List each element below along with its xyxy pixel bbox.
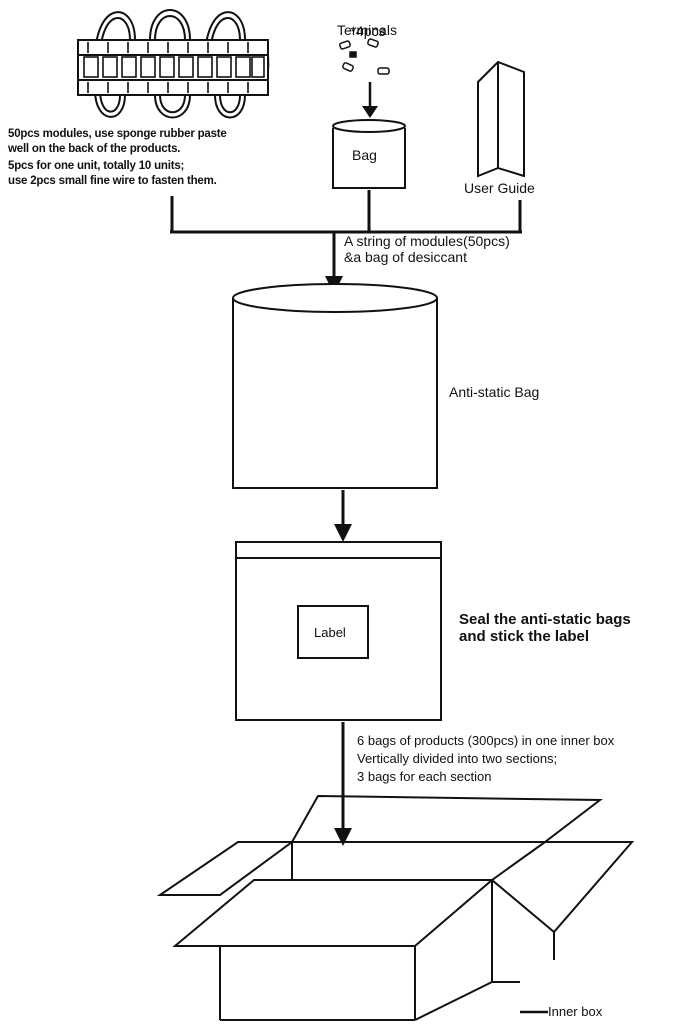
arrow-head: [334, 524, 352, 542]
string-note-line2: &a bag of desiccant: [344, 249, 467, 265]
wire-loop: [214, 94, 246, 119]
label-box: [297, 605, 369, 659]
terminals-qty: *4pcs: [350, 23, 386, 39]
wire-loop: [149, 9, 191, 41]
anti-static-bag-label: Anti-static Bag: [449, 384, 540, 400]
arrow-head: [334, 828, 352, 846]
user-guide-illustration: [477, 60, 525, 178]
wire-loop: [94, 89, 126, 118]
sealed-bag-illustration: [235, 541, 442, 721]
module-string-illustration: [77, 9, 270, 119]
inner-box-note-line2: Vertically divided into two sections;: [357, 751, 558, 766]
anti-static-bag-illustration: [232, 283, 438, 489]
terminals-title: Terminals: [330, 8, 404, 37]
bag-illustration: [332, 119, 406, 189]
terminals-title-text: Terminals: [337, 21, 397, 38]
wire-loop: [154, 15, 186, 41]
inner-box-illustration: [156, 794, 635, 1021]
wire-loop: [159, 94, 186, 114]
string-note-line1: A string of modules(50pcs): [344, 233, 510, 249]
seal-note-line2: and stick the label: [459, 628, 590, 645]
user-guide-label: User Guide: [464, 180, 535, 196]
wire-loop: [154, 94, 191, 119]
wire-loop: [99, 89, 121, 113]
inner-box-note-line1: 6 bags of products (300pcs) in one inner…: [357, 733, 615, 748]
seal-note-line1: Seal the anti-static bags: [459, 611, 631, 628]
label-box-text: Label: [314, 625, 346, 640]
module-strip: [77, 39, 269, 96]
modules-note-line1: 50pcs modules, use sponge rubber paste: [8, 128, 227, 140]
modules-note-line2: well on the back of the products.: [8, 143, 181, 155]
inner-box-note-line3: 3 bags for each section: [357, 769, 492, 784]
bag-label: Bag: [352, 147, 377, 163]
collector-lines: [170, 190, 522, 280]
modules-note-line3: 5pcs for one unit, totally 10 units;: [8, 160, 185, 172]
terminals-illustration: [339, 38, 390, 75]
wire-loop: [219, 94, 241, 114]
inner-box-label: Inner box: [548, 1004, 603, 1019]
arrow-head: [362, 106, 378, 118]
modules-note-line4: use 2pcs small fine wire to fasten them.: [8, 175, 217, 187]
